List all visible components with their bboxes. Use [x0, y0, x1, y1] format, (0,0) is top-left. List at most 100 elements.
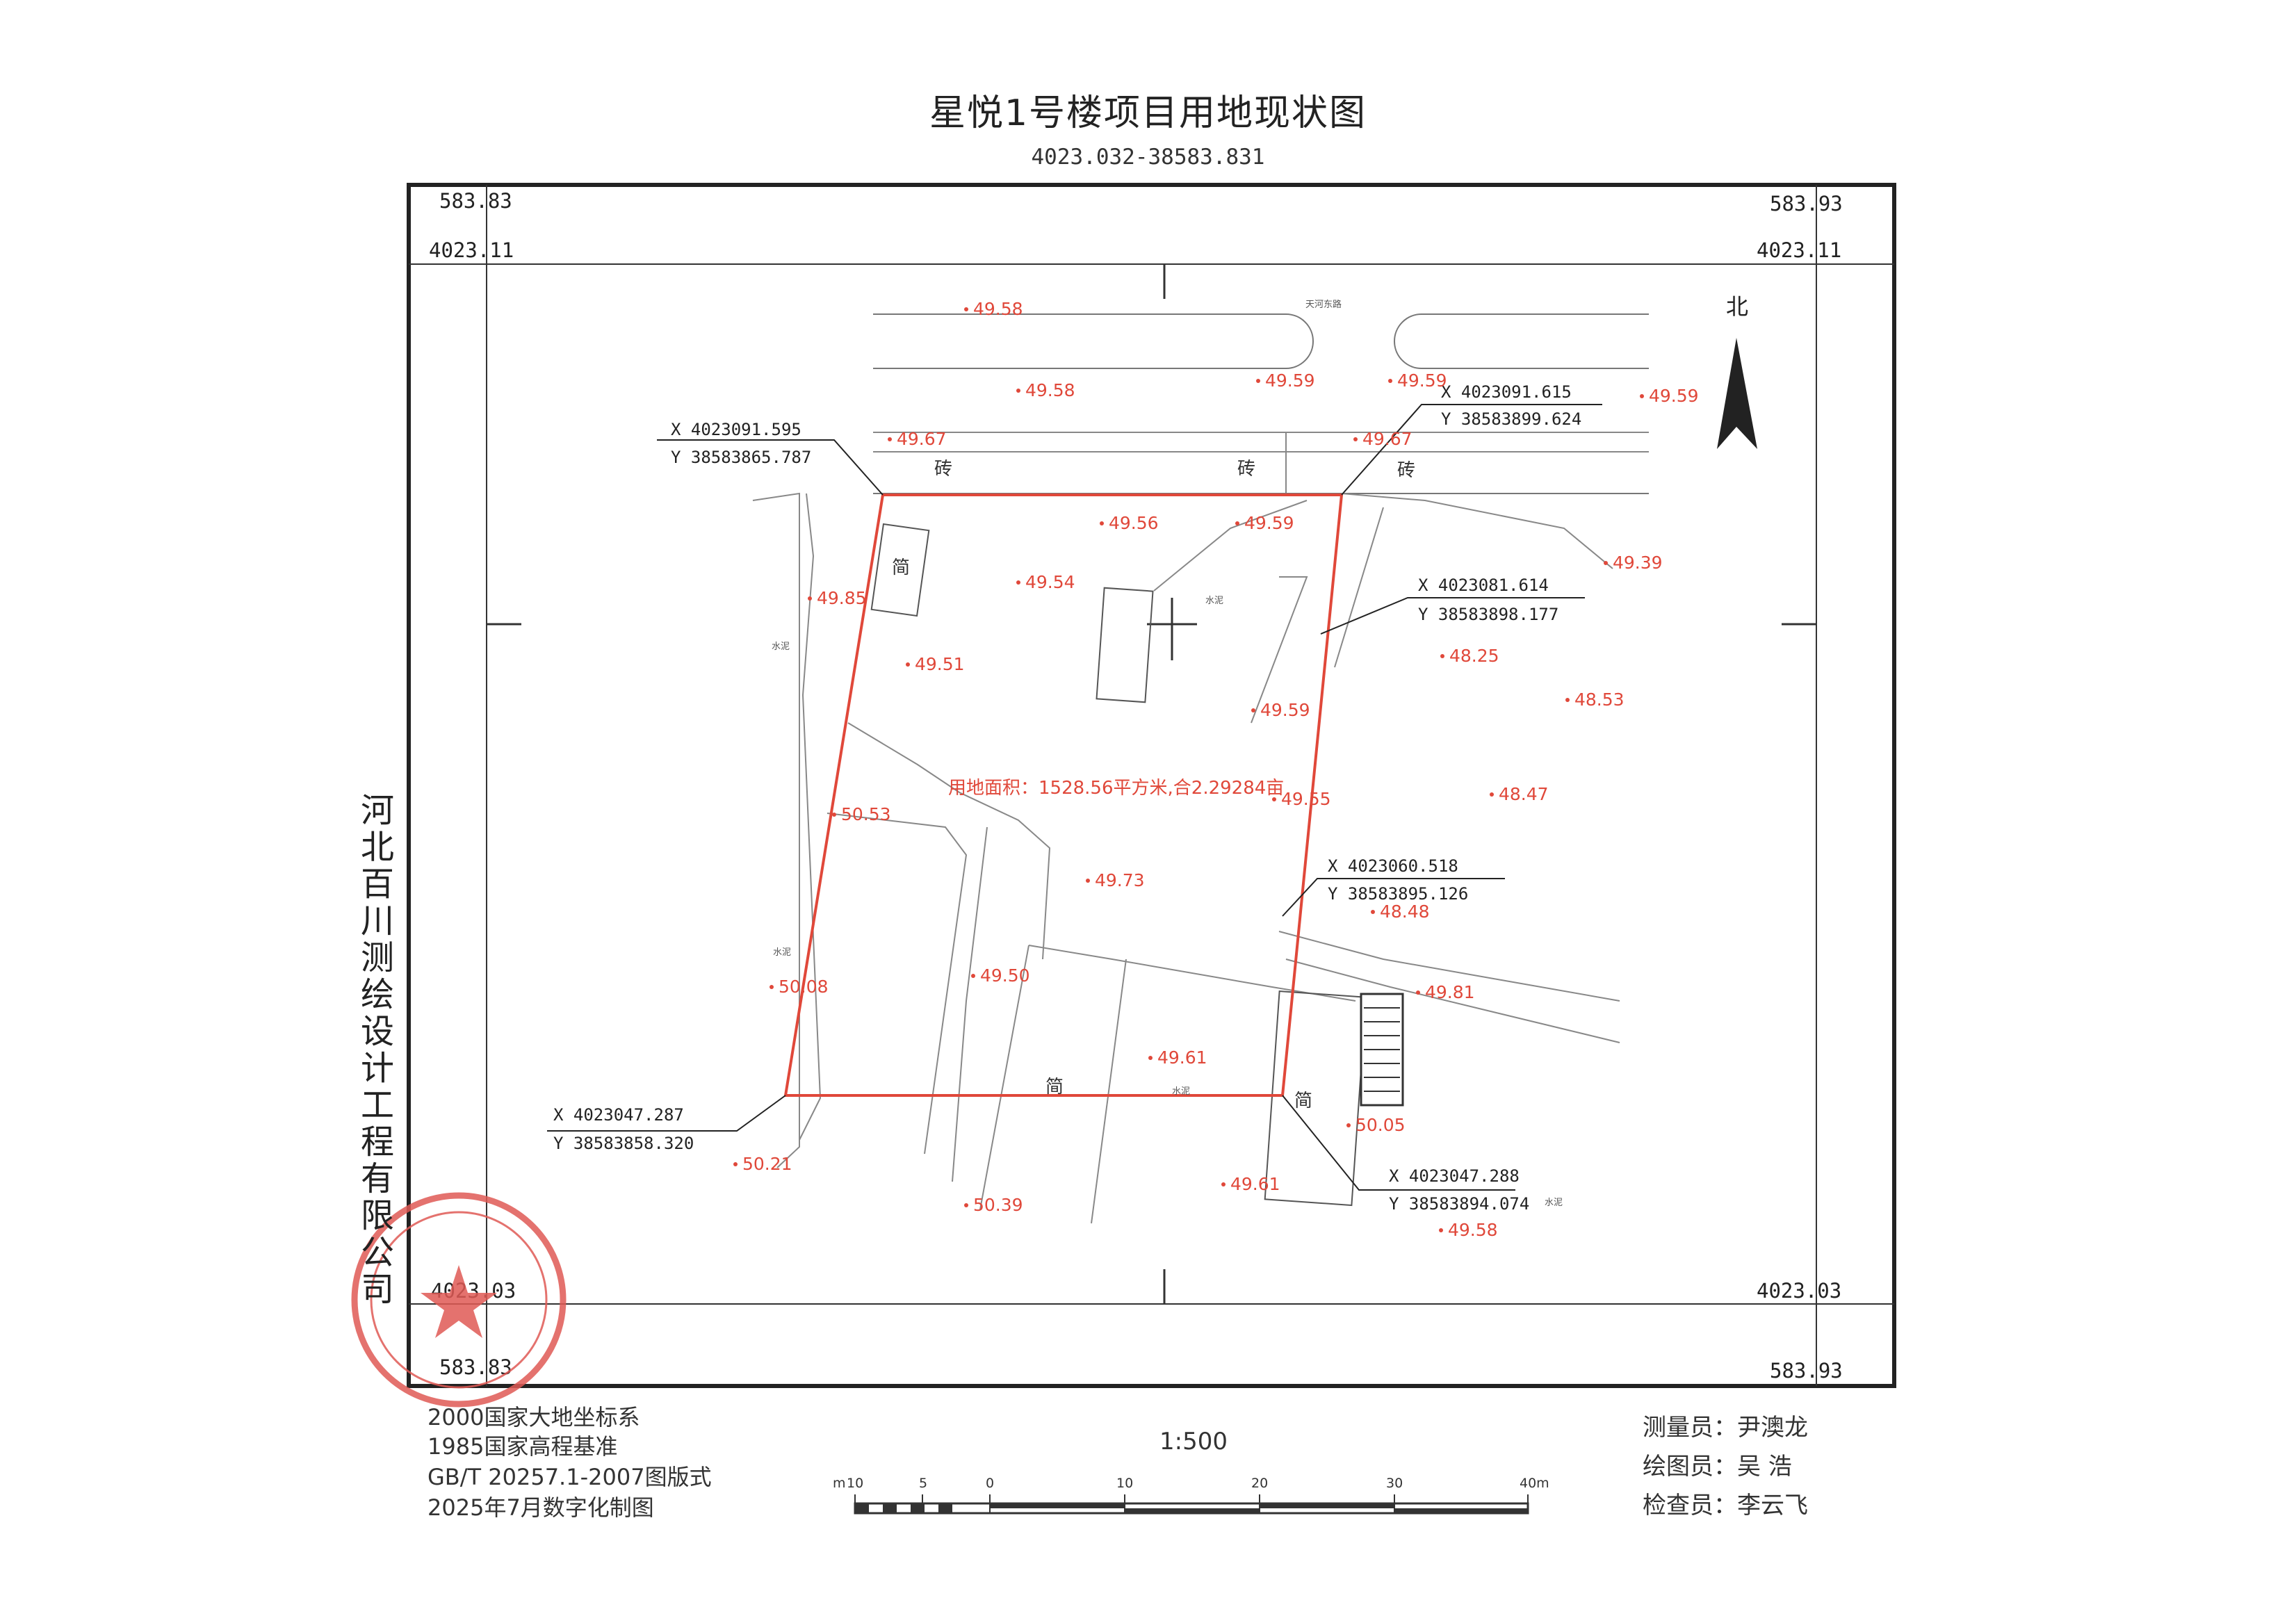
elevation-value: 49.59 — [1244, 513, 1294, 533]
elevation-value: 49.59 — [1260, 700, 1310, 720]
elevation-dot — [888, 437, 892, 441]
elevation-dot — [1440, 654, 1444, 658]
elevation-dot — [1490, 792, 1494, 797]
elevation-value: 50.21 — [742, 1154, 792, 1174]
north-label: 北 — [1726, 293, 1748, 320]
elevation-dot — [1235, 521, 1239, 525]
elevation-dot — [1272, 797, 1276, 801]
coord-ne-x: X 4023091.615 — [1441, 382, 1572, 402]
coord-e1-x: X 4023081.614 — [1418, 576, 1549, 595]
elevation-value: 49.58 — [973, 299, 1023, 319]
production-date: 2025年7月数字化制图 — [428, 1494, 654, 1521]
elevation-value: 49.58 — [1025, 380, 1075, 400]
elevation-value: 49.67 — [897, 429, 947, 449]
inner-frame — [486, 263, 1817, 1305]
coord-se-y: Y 38583894.074 — [1389, 1194, 1529, 1214]
material-cement-4: 水泥 — [1172, 1086, 1190, 1097]
elevation-dot — [1100, 521, 1104, 525]
coord-se-x: X 4023047.288 — [1389, 1166, 1520, 1186]
elevation-dot — [808, 596, 812, 601]
elevation-dot — [1388, 379, 1392, 383]
elevation-dot — [1371, 910, 1375, 914]
elevation-value: 49.50 — [980, 965, 1030, 986]
map-title: 星悦1号楼项目用地现状图 — [929, 92, 1367, 134]
material-simple-3: 简 — [1294, 1091, 1312, 1111]
frame-label-tr-top: 583.93 — [1770, 192, 1843, 215]
material-simple-2: 简 — [1045, 1077, 1064, 1098]
elevation-value: 50.08 — [779, 977, 829, 997]
scale-ratio: 1:500 — [1159, 1428, 1228, 1455]
elevation-value: 49.67 — [1362, 429, 1412, 449]
elevation-value: 49.51 — [915, 654, 965, 674]
elevation-value: 50.05 — [1355, 1115, 1406, 1135]
frame-label-tr-bottom: 4023.11 — [1757, 238, 1842, 262]
elevation-dot — [1256, 379, 1260, 383]
elevation-value: 49.61 — [1157, 1047, 1207, 1068]
company-seal-icon — [351, 1192, 567, 1408]
elevation-datum: 1985国家高程基准 — [428, 1433, 618, 1460]
elevation-value: 49.55 — [1281, 789, 1331, 809]
frame-label-tl-bottom: 4023.11 — [429, 238, 514, 262]
coord-sw-y: Y 38583858.320 — [553, 1134, 694, 1153]
elevation-value: 49.81 — [1425, 982, 1475, 1002]
material-brick-1: 砖 — [934, 459, 952, 480]
elevation-points: 49.58 49.58 49.59 49.59 49.59 49.67 49.67 49.56… — [733, 299, 1699, 1240]
elevation-value: 49.59 — [1649, 386, 1699, 406]
elevation-dot — [964, 307, 968, 311]
elevation-value: 50.53 — [841, 804, 891, 824]
elevation-dot — [1353, 437, 1358, 441]
frame-label-br-top: 4023.03 — [1757, 1279, 1842, 1303]
elevation-dot — [964, 1203, 968, 1207]
frame-label-br-bottom: 583.93 — [1770, 1359, 1843, 1383]
elevation-value: 49.56 — [1109, 513, 1159, 533]
coord-e2-x: X 4023060.518 — [1328, 856, 1458, 876]
elevation-dot — [1416, 990, 1420, 995]
elevation-dot — [1016, 389, 1020, 393]
elevation-value: 48.53 — [1574, 690, 1625, 710]
elevation-dot — [1016, 580, 1020, 585]
coordinate-system: 2000国家大地坐标系 — [428, 1404, 640, 1430]
surveyor: 测量员：尹澳龙 — [1643, 1414, 1808, 1442]
elevation-value: 48.48 — [1380, 902, 1430, 922]
elevation-value: 49.39 — [1613, 553, 1663, 573]
checker: 检查员：李云飞 — [1643, 1492, 1808, 1519]
scale-tick-0: 0 — [986, 1476, 994, 1491]
elevation-value: 49.61 — [1230, 1174, 1280, 1194]
elevation-dot — [770, 985, 774, 989]
elevation-dot — [832, 813, 836, 817]
scale-tick-10: 10 — [1116, 1476, 1133, 1491]
elevation-value: 49.59 — [1265, 370, 1315, 391]
elevation-dot — [906, 662, 910, 667]
coord-e2-y: Y 38583895.126 — [1328, 884, 1468, 904]
elevation-dot — [1640, 394, 1644, 398]
frame-label-bl-bottom: 583.83 — [439, 1355, 512, 1379]
coord-nw-x: X 4023091.595 — [671, 420, 801, 439]
coord-sw-x: X 4023047.287 — [553, 1105, 684, 1125]
scale-tick-5: 5 — [919, 1476, 927, 1491]
material-brick-3: 砖 — [1397, 460, 1415, 481]
elevation-dot — [1251, 708, 1255, 712]
elevation-dot — [733, 1162, 738, 1166]
elevation-dot — [1604, 561, 1608, 565]
company-name: 河北百川测绘设计工程有限公司 — [360, 791, 394, 1309]
outer-frame — [407, 183, 1896, 1388]
elevation-value: 49.59 — [1397, 370, 1447, 391]
scale-tick-10-left: 10 — [847, 1476, 863, 1491]
elevation-value: 49.73 — [1095, 870, 1145, 890]
frame-label-tl-top: 583.83 — [439, 189, 512, 213]
elevation-dot — [1565, 698, 1570, 702]
material-cement-1: 水泥 — [772, 642, 790, 652]
scale-tick-30: 30 — [1386, 1476, 1403, 1491]
scale-tick-40: 40m — [1520, 1476, 1549, 1491]
coord-ne-y: Y 38583899.624 — [1441, 409, 1581, 429]
elevation-dot — [1221, 1182, 1226, 1186]
material-brick-2: 砖 — [1237, 459, 1255, 480]
elevation-dot — [971, 974, 975, 978]
material-simple-1: 简 — [892, 557, 910, 578]
elevation-value: 48.25 — [1449, 646, 1499, 666]
scale-tick-20: 20 — [1251, 1476, 1268, 1491]
road-name: 天河东路 — [1305, 299, 1342, 310]
elevation-dot — [1346, 1123, 1351, 1127]
elevation-value: 49.54 — [1025, 572, 1075, 592]
